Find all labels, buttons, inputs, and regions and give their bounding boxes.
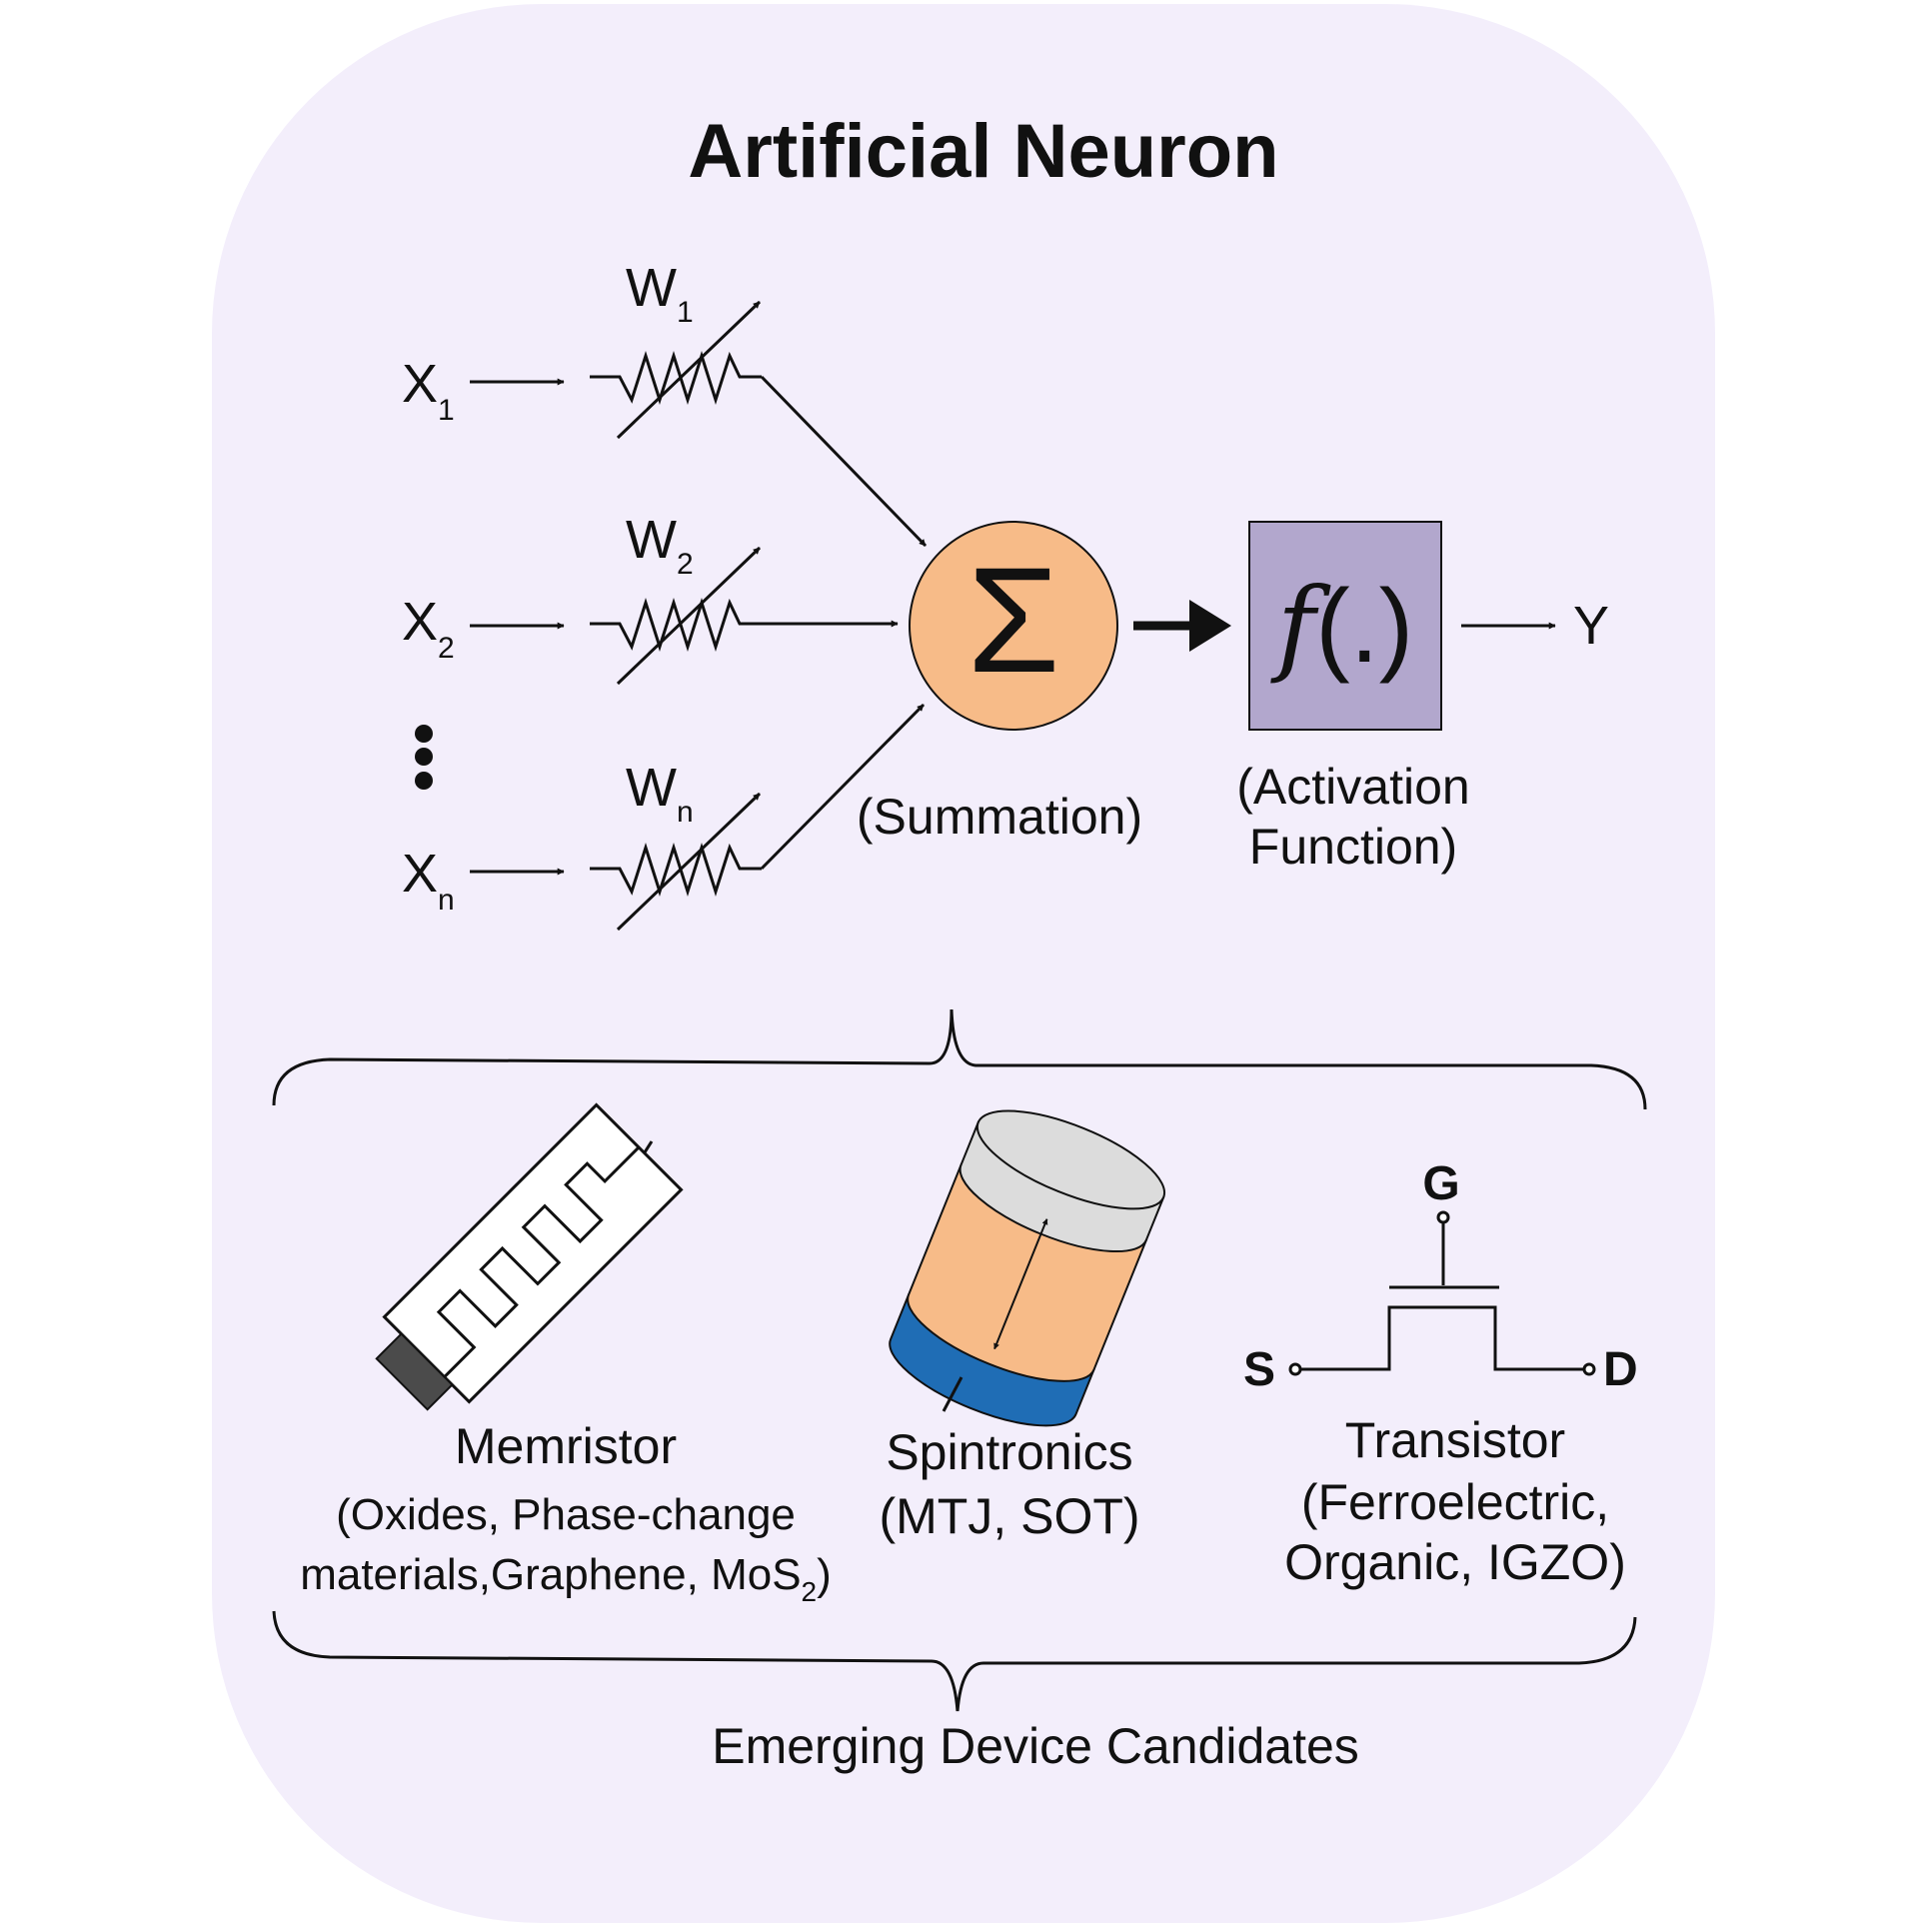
transistor-gate-label: G: [1422, 1157, 1459, 1210]
transistor-gate-terminal-icon: [1436, 1210, 1450, 1224]
activation-block: f(.): [1248, 521, 1442, 731]
summation-symbol: Σ: [967, 536, 1060, 704]
spintronics-name: Spintronics: [886, 1424, 1132, 1480]
output-label: Y: [1573, 596, 1609, 656]
transistor-types: (Ferroelectric,Organic, IGZO): [1284, 1474, 1626, 1590]
ellipsis-dot: [415, 772, 433, 790]
ellipsis-dot: [415, 725, 433, 743]
mtj-lead-bottom: [942, 1376, 964, 1412]
memristor-device: Memristor (Oxides, Phase-change material…: [300, 1102, 832, 1607]
memristor-materials: (Oxides, Phase-change: [336, 1490, 796, 1539]
summation-node: Σ: [909, 521, 1118, 731]
memristor-end-cap: [375, 1332, 454, 1411]
input-x2-label: X2: [402, 592, 455, 665]
summation-label: (Summation): [857, 789, 1142, 845]
variable-resistor-arrow-icon: [616, 546, 762, 686]
activation-symbol: f(.): [1270, 565, 1414, 687]
bottom-brace: [272, 1610, 1637, 1712]
weight-wn-label: Wn: [626, 758, 694, 829]
summation-circle: [909, 521, 1118, 731]
weight-w2: W2: [590, 510, 762, 686]
transistor-drain-terminal-icon: [1582, 1362, 1596, 1376]
spintronics-device: Spintronics (MTJ, SOT): [879, 1109, 1166, 1544]
memristor-materials-line2: materials,Graphene, MoS2): [300, 1550, 832, 1607]
memristor-name: Memristor: [455, 1418, 677, 1474]
input-x1: X1: [402, 354, 455, 427]
input-xn: Xn: [402, 844, 455, 917]
ellipsis-dot: [415, 748, 433, 766]
transistor-channel-icon: [1293, 1305, 1587, 1371]
memristor-body: [375, 1102, 684, 1411]
input-x1-label: X1: [402, 354, 455, 427]
mtj-magnetization-arrow-icon: [993, 1218, 1048, 1350]
mtj-top-face: [975, 1109, 1166, 1210]
ellipsis-dots: [415, 725, 433, 790]
connector-wn-to-sum: [760, 703, 926, 871]
transistor-drain-label: D: [1603, 1343, 1638, 1396]
transistor-device: G S D: [1243, 1157, 1638, 1396]
weight-wn: Wn: [590, 758, 762, 932]
transistor-source-terminal-icon: [1288, 1362, 1302, 1376]
top-brace: [272, 1008, 1647, 1110]
memristor-filament-icon: [436, 1145, 641, 1378]
connector-w1-to-sum: [760, 375, 928, 548]
sum-to-activation-arrow: [1133, 600, 1231, 652]
input-xn-label: Xn: [402, 844, 455, 917]
weight-w2-label: W2: [626, 510, 694, 581]
variable-resistor-arrow-icon: [616, 792, 762, 932]
spintronics-types: (MTJ, SOT): [879, 1488, 1139, 1544]
transistor-source-label: S: [1243, 1343, 1275, 1396]
activation-box: [1248, 521, 1442, 731]
input-x2: X2: [402, 592, 455, 665]
weight-w1: W1: [590, 258, 762, 440]
mtj-stack-icon: [889, 1109, 1166, 1427]
weight-w1-label: W1: [626, 258, 694, 329]
background-panel: [212, 4, 1715, 1923]
footer-label: Emerging Device Candidates: [712, 1718, 1359, 1774]
diagram-title: Artificial Neuron: [688, 109, 1278, 194]
variable-resistor-arrow-icon: [616, 300, 762, 440]
transistor-name: Transistor: [1345, 1412, 1565, 1468]
thick-arrow-head: [1189, 600, 1231, 652]
